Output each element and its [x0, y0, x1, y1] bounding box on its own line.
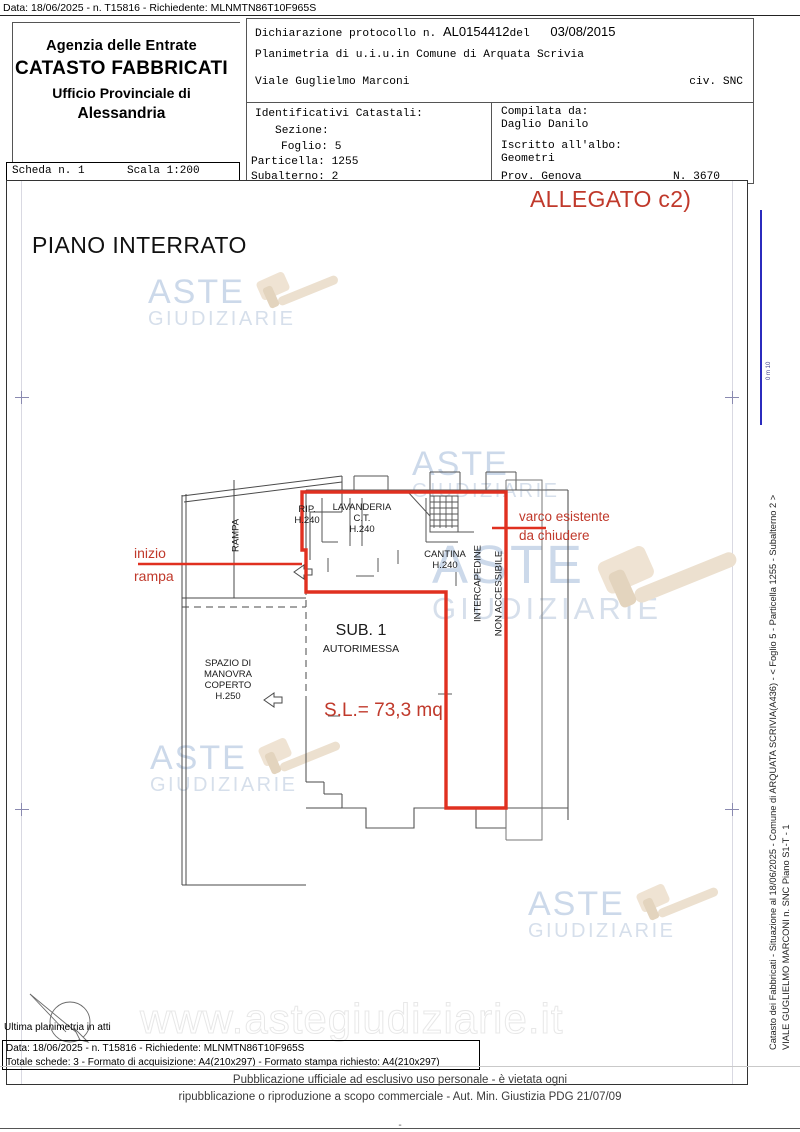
annotation-varco-2: da chiudere [519, 528, 590, 543]
requester-strip: Data: 18/06/2025 - n. T15816 - Richieden… [0, 0, 800, 16]
protocol-box: Dichiarazione protocollo n. AL0154412del… [246, 18, 754, 185]
scheda-numero: Scheda n. 1 [12, 165, 85, 177]
declaration-prefix: Dichiarazione protocollo n. [255, 28, 437, 40]
protocol-top-section: Dichiarazione protocollo n. AL0154412del… [247, 19, 753, 103]
scale-bar [760, 210, 762, 425]
disclaimer-line-2: ripubblicazione o riproduzione a scopo c… [178, 1091, 622, 1103]
compiled-title: Compilata da: [501, 106, 589, 118]
footer-data-line: Data: 18/06/2025 - n. T15816 - Richieden… [6, 1043, 305, 1054]
albo-title: Iscritto all'albo: [501, 140, 622, 152]
allegato-label: ALLEGATO c2) [530, 186, 692, 212]
protocol-compiler: Compilata da: Daglio Danilo Iscritto all… [493, 103, 753, 185]
ident-sezione: Sezione: [275, 125, 329, 137]
declaration-date: 03/08/2015 [550, 24, 616, 39]
room-label-lavanderia: LAVANDERIA C.T. H.240 [332, 502, 392, 535]
room-label-rampa: RAMPA [230, 518, 242, 553]
annotation-rampa: rampa [134, 568, 174, 584]
agency-line-4: Alessandria [77, 105, 166, 122]
scheda-box: Scheda n. 1 Scala 1:200 [6, 162, 240, 181]
surface-area-label: S.L.= 73,3 mq [324, 700, 443, 721]
civico-line: civ. SNC [689, 76, 743, 88]
room-label-sub1: SUB. 1 [335, 622, 387, 639]
declaration-del: del [509, 28, 530, 40]
agency-line-2: CATASTO FABBRICATI [15, 58, 228, 79]
footer-dash: - [398, 1120, 402, 1131]
agency-line-1: Agenzia delle Entrate [46, 38, 197, 54]
header-area: Agenzia delle Entrate CATASTO FABBRICATI… [0, 16, 800, 185]
footer-divider [0, 1066, 800, 1067]
room-label-autorimessa: AUTORIMESSA [322, 643, 400, 655]
protocol-identifiers: Identificativi Catastali: Sezione: Fogli… [247, 103, 492, 185]
compiled-name: Daglio Danilo [501, 119, 589, 131]
agency-titles: Agenzia delle Entrate CATASTO FABBRICATI… [14, 38, 229, 123]
drawing-frame [6, 180, 748, 1085]
ident-foglio: Foglio: 5 [281, 141, 342, 153]
catasto-line-1: Catasto dei Fabbricati - Situazione al 1… [768, 494, 778, 1050]
ident-title: Identificativi Catastali: [255, 108, 423, 120]
room-label-rip: RIP. H.240 [294, 504, 320, 526]
albo-value: Geometri [501, 153, 555, 165]
scale-note: 0 m 10 [766, 361, 772, 380]
publication-disclaimer: Pubblicazione ufficiale ad esclusivo uso… [0, 1072, 800, 1106]
agency-box [12, 22, 240, 162]
watermark-url: www.astegiudiziarie.it [140, 995, 564, 1043]
footer-bottom-rule [0, 1128, 800, 1129]
floor-plan-drawing [6, 180, 748, 1085]
annotation-inizio: inizio [134, 545, 166, 561]
disclaimer-line-1: Pubblicazione ufficiale ad esclusivo uso… [232, 1074, 568, 1086]
agency-line-3: Ufficio Provinciale di [52, 85, 191, 101]
room-label-cantina: CANTINA H.240 [424, 549, 466, 571]
address-line: Viale Guglielmo Marconi [255, 76, 410, 88]
footer-totale-line: Totale schede: 3 - Formato di acquisizio… [6, 1057, 440, 1068]
room-label-intercapedine-2: NON ACCESSIBILE [493, 550, 505, 637]
catasto-side-strip: 0 m 10 Catasto dei Fabbricati - Situazio… [752, 180, 798, 1085]
requester-text: Data: 18/06/2025 - n. T15816 - Richieden… [3, 2, 317, 14]
catasto-line-2: VIALE GUGLIELMO MARCONI n. SNC Piano S1-… [781, 824, 791, 1050]
scheda-scala: Scala 1:200 [127, 165, 200, 177]
room-label-spazio-manovra: SPAZIO DI MANOVRA COPERTO H.250 [203, 658, 253, 702]
declaration-number: AL0154412 [443, 24, 510, 39]
footer-info-box: Data: 18/06/2025 - n. T15816 - Richieden… [2, 1040, 480, 1070]
compass-icon [14, 988, 124, 1050]
ultima-planimetria-note: Ultima planimetria in atti [4, 1022, 111, 1033]
declaration-line: Dichiarazione protocollo n. AL0154412del… [255, 24, 615, 40]
ident-particella: Particella: 1255 [251, 156, 359, 168]
annotation-varco-1: varco esistente [519, 509, 610, 524]
page-title: PIANO INTERRATO [32, 232, 247, 258]
room-label-intercapedine-1: INTERCAPEDINE [472, 544, 484, 623]
planimetry-line: Planimetria di u.i.u.in Comune di Arquat… [255, 49, 584, 61]
